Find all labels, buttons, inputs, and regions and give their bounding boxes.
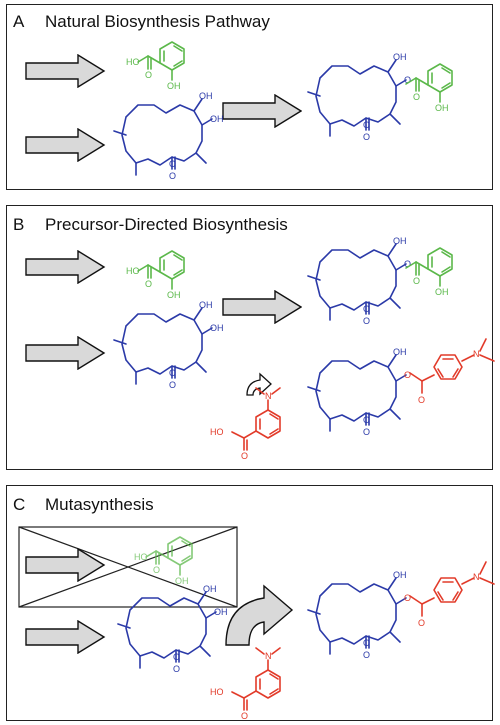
- atom-ho: HO: [210, 687, 224, 697]
- atom-o: O: [363, 650, 370, 660]
- atom-o: O: [404, 75, 411, 85]
- atom-oh: OH: [210, 114, 224, 124]
- product-a: OH O O O O OH: [307, 52, 453, 142]
- crossed-out-natural-route: [18, 526, 238, 608]
- atom-n: N: [265, 391, 272, 401]
- arrow-a-3: [222, 94, 302, 128]
- atom-oh: OH: [203, 584, 217, 594]
- atom-ho: HO: [210, 427, 224, 437]
- atom-n: N: [265, 651, 272, 661]
- panel-c-title: Mutasynthesis: [45, 495, 154, 514]
- macrolactone-b: OH OH O O: [113, 300, 224, 390]
- panel-b: B Precursor-Directed Biosynthesis: [6, 205, 493, 470]
- atom-o: O: [418, 618, 425, 628]
- product-b-1: OH O O O O OH: [307, 236, 453, 326]
- atom-o: O: [363, 316, 370, 326]
- atom-o: O: [418, 395, 425, 405]
- atom-o: O: [169, 171, 176, 181]
- product-c: OH O O O N O: [307, 561, 495, 660]
- dmaba-b: N HO O: [210, 387, 281, 461]
- atom-n: N: [473, 572, 480, 582]
- atom-o: O: [169, 159, 176, 169]
- panel-a: A Natural Biosynthesis Pathway: [6, 4, 493, 190]
- atom-o: O: [413, 92, 420, 102]
- panel-a-title: Natural Biosynthesis Pathway: [45, 12, 270, 31]
- atom-oh: OH: [167, 81, 181, 91]
- atom-oh: OH: [393, 570, 407, 580]
- atom-oh: OH: [167, 290, 181, 300]
- atom-oh: OH: [175, 576, 189, 586]
- arrow-b-1: [25, 250, 105, 284]
- atom-o: O: [404, 593, 411, 603]
- atom-oh: OH: [199, 91, 213, 101]
- atom-o: O: [413, 276, 420, 286]
- arrow-b-3: [222, 290, 302, 324]
- panel-b-letter: B: [13, 215, 25, 234]
- atom-oh: OH: [199, 300, 213, 310]
- arrow-b-2: [25, 336, 105, 370]
- atom-o: O: [145, 70, 152, 80]
- dmaba-c: N HO O: [210, 647, 281, 721]
- panel-a-letter: A: [13, 12, 25, 31]
- macrolactone-a: OH OH O O: [113, 91, 224, 181]
- salicylic-acid-c: HO O OH: [134, 536, 193, 586]
- atom-o: O: [404, 259, 411, 269]
- atom-o: O: [173, 652, 180, 662]
- atom-o: O: [363, 638, 370, 648]
- atom-oh: OH: [214, 607, 228, 617]
- panel-b-title: Precursor-Directed Biosynthesis: [45, 215, 288, 234]
- atom-n: N: [473, 349, 480, 359]
- atom-o: O: [169, 380, 176, 390]
- atom-oh: OH: [393, 52, 407, 62]
- curved-arrow-small: [246, 372, 272, 396]
- atom-oh: OH: [393, 236, 407, 246]
- atom-ho: HO: [126, 266, 140, 276]
- salicylic-acid-a: HO O OH: [126, 41, 185, 91]
- atom-ho: HO: [134, 552, 148, 562]
- atom-o: O: [153, 565, 160, 575]
- panel-c-letter: C: [13, 495, 26, 514]
- atom-oh: OH: [435, 103, 449, 113]
- atom-o: O: [241, 451, 248, 461]
- atom-oh: OH: [210, 323, 224, 333]
- arrow-c-2: [25, 620, 105, 654]
- macrolactone-c: OH OH O O: [117, 584, 228, 674]
- curved-arrow-large: [225, 584, 294, 646]
- atom-o: O: [363, 427, 370, 437]
- atom-oh: OH: [435, 287, 449, 297]
- atom-o: O: [363, 120, 370, 130]
- atom-oh: OH: [393, 347, 407, 357]
- atom-o: O: [363, 132, 370, 142]
- atom-o: O: [241, 711, 248, 721]
- atom-o: O: [173, 664, 180, 674]
- atom-o: O: [404, 370, 411, 380]
- atom-o: O: [363, 304, 370, 314]
- atom-o: O: [145, 279, 152, 289]
- atom-o: O: [169, 368, 176, 378]
- salicylic-acid-b: HO O OH: [126, 250, 185, 300]
- atom-o: O: [363, 415, 370, 425]
- product-b-2: OH O O O N O: [307, 338, 495, 437]
- arrow-a-1: [25, 54, 105, 88]
- atom-ho: HO: [126, 57, 140, 67]
- arrow-a-2: [25, 128, 105, 162]
